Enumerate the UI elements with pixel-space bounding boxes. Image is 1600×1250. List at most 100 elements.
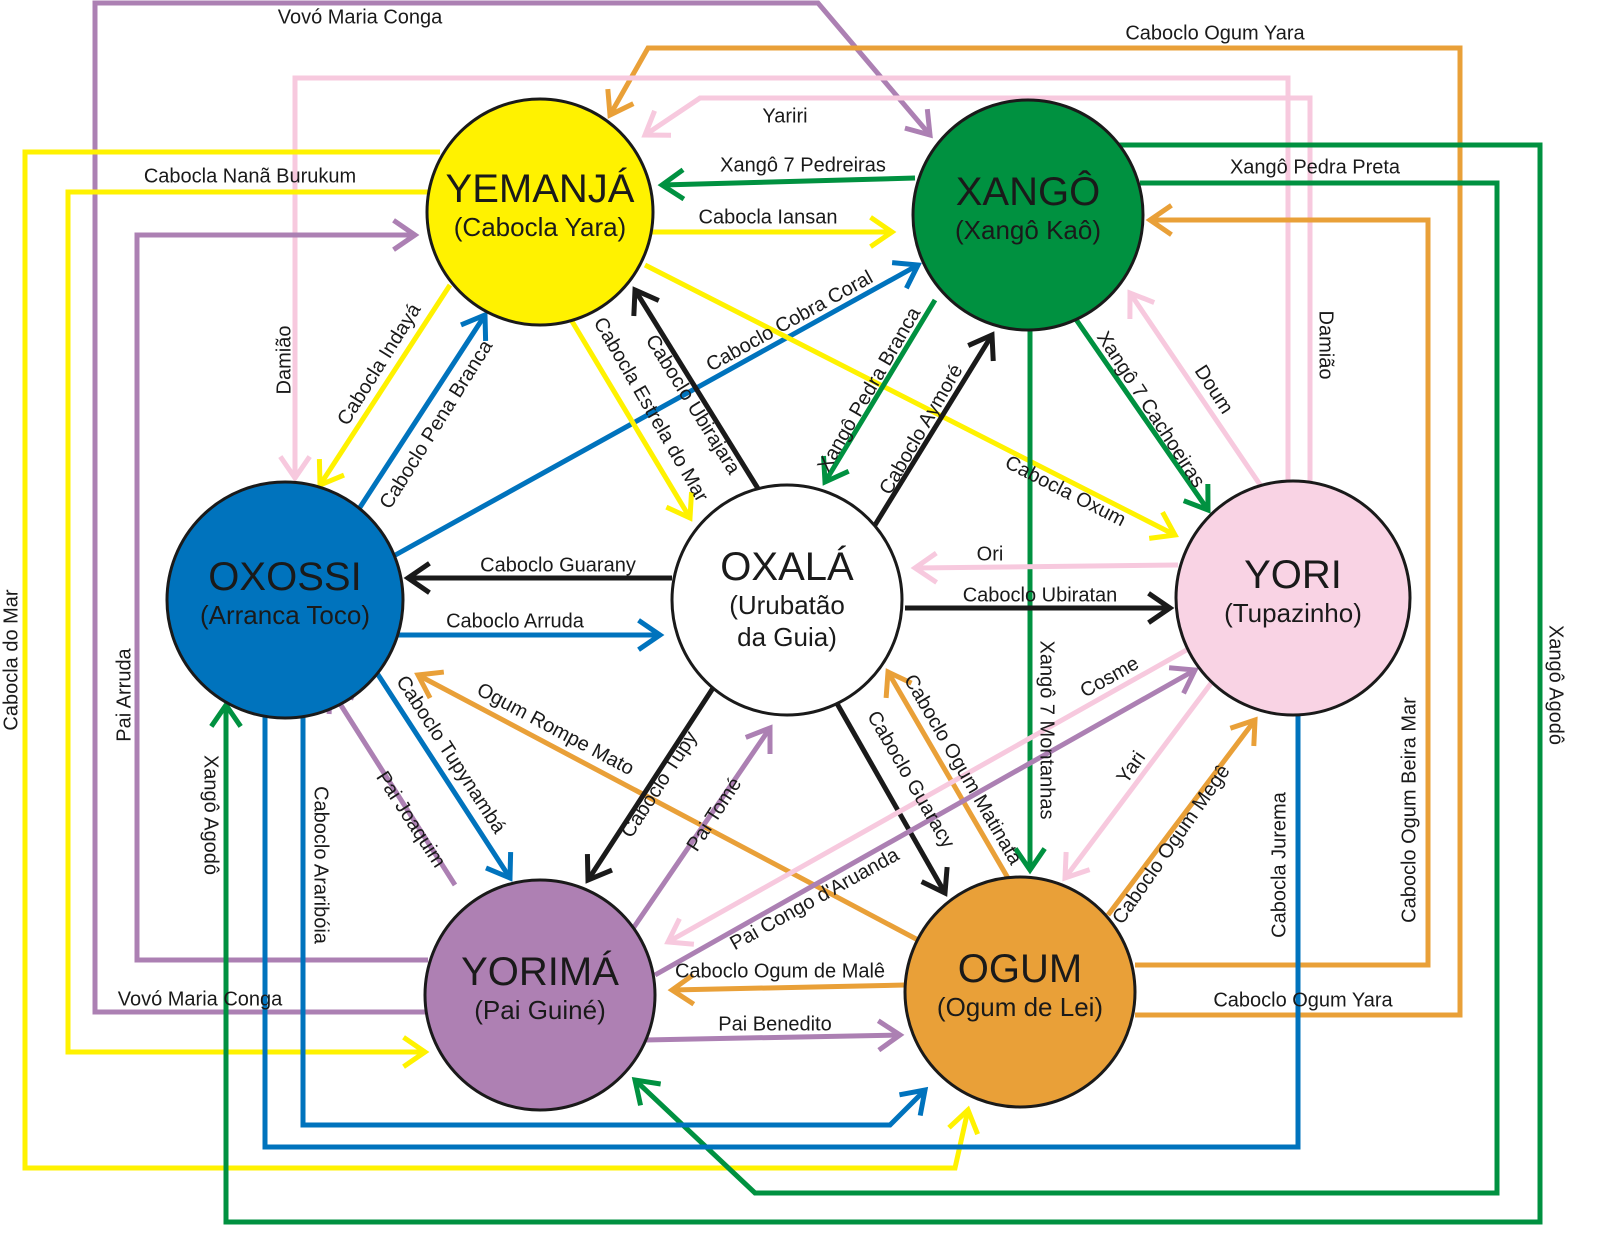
arrowhead-icon xyxy=(898,1086,929,1117)
arrowhead-icon xyxy=(664,917,695,947)
edge-label: Damião xyxy=(273,326,295,395)
edge-line xyxy=(223,142,1543,1225)
node-circle xyxy=(903,875,1137,1109)
edge-line xyxy=(292,75,1291,490)
edge-label: Yari xyxy=(1113,747,1151,788)
node-yori: YORI(Tupazinho) xyxy=(1174,479,1412,717)
node-oxossi: OXOSSI(Arranca Toco) xyxy=(165,480,405,720)
arrowhead-icon xyxy=(904,108,933,139)
arrowhead-icon xyxy=(1127,289,1156,320)
node-title: OXOSSI xyxy=(208,555,361,599)
edge-line xyxy=(352,313,488,517)
node-yorima: YORIMÁ(Pai Guiné) xyxy=(423,878,657,1112)
edge-line xyxy=(832,698,948,895)
edge-xango-to-ogum xyxy=(1013,325,1047,875)
edge-oxossi-to-oxala xyxy=(392,618,665,652)
node-circle xyxy=(670,483,904,717)
edge-line xyxy=(317,283,453,487)
arrowhead-icon xyxy=(631,1076,662,1106)
arrowhead-icon xyxy=(460,311,489,342)
arrowhead-icon xyxy=(967,331,996,362)
arrowhead-icon xyxy=(657,167,686,202)
node-title: YEMANJÁ xyxy=(446,166,635,211)
edge-yori-to-oxossi xyxy=(278,75,1291,490)
edge-line xyxy=(644,1032,901,1043)
edge-line xyxy=(822,298,938,484)
node-subtitle: (Cabocla Yara) xyxy=(454,212,626,242)
edge-xango-to-yori xyxy=(1072,316,1211,514)
node-title: YORIMÁ xyxy=(461,949,619,994)
arrowhead-icon xyxy=(209,700,243,728)
edge-yemanja-to-oxossi xyxy=(316,283,453,489)
edge-line xyxy=(262,688,1301,1150)
edge-line xyxy=(632,288,765,497)
edge-line xyxy=(65,189,430,1055)
edge-oxala-to-yorima xyxy=(584,683,718,884)
edge-oxala-to-yori xyxy=(905,591,1175,625)
arrowhead-icon xyxy=(920,866,950,897)
edge-line xyxy=(585,683,718,882)
arrowhead-icon xyxy=(316,458,345,489)
arrowhead-icon xyxy=(947,1105,980,1136)
edge-label: Xangô 7 Cachoeiras xyxy=(1092,328,1209,492)
edge-oxossi-to-ogum xyxy=(300,712,929,1128)
edge-line xyxy=(885,670,1015,887)
edge-line xyxy=(134,232,428,963)
edge-label: Damião xyxy=(1315,311,1337,380)
node-title: XANGÔ xyxy=(956,169,1100,214)
node-xango: XANGÔ(Xangô Kaô) xyxy=(911,98,1145,332)
node-circle xyxy=(1174,479,1412,717)
edge-line xyxy=(666,645,1192,945)
node-subtitle: da Guia) xyxy=(737,622,837,652)
edge-label: Xangô 7 Montanhas xyxy=(1036,640,1058,819)
edge-label: Pai Arruda xyxy=(113,647,135,741)
nodes-layer: YEMANJÁ(Cabocla Yara) XANGÔ(Xangô Kaô) OXO… xyxy=(165,97,1412,1112)
edge-ogum-to-yorima xyxy=(667,972,906,1007)
edge-label: Vovó Maria Conga xyxy=(118,988,283,1010)
edge-label: Caboclo Aymoré xyxy=(875,361,967,499)
edge-label: Xangô Pedra Preta xyxy=(1230,156,1401,178)
edge-yemanja-to-xango xyxy=(652,215,897,249)
arrowhead-icon xyxy=(1013,847,1047,875)
edge-yemanja-to-oxala xyxy=(567,316,695,522)
arrowhead-icon xyxy=(641,109,672,138)
edge-line xyxy=(653,667,1197,978)
arrowhead-icon xyxy=(1145,203,1173,237)
arrowhead-icon xyxy=(1168,665,1199,695)
edge-label: Caboclo Ogum Yara xyxy=(1213,989,1393,1011)
arrowhead-icon xyxy=(876,1018,905,1053)
edge-oxala-to-xango xyxy=(872,331,996,527)
edge-label: Cabocla Nanã Burukum xyxy=(144,165,356,187)
edge-ogum-to-yemanja xyxy=(605,45,1463,1018)
arrowhead-icon xyxy=(910,551,939,585)
arrowhead-icon xyxy=(1229,716,1258,747)
arrowhead-icon xyxy=(403,561,431,595)
edge-line xyxy=(643,95,1313,495)
arrowhead-icon xyxy=(584,853,613,884)
edge-ogum-to-oxossi xyxy=(414,669,920,943)
edge-label: Cabocla do Mar xyxy=(0,589,22,731)
edge-label: Ogum Rompe Mato xyxy=(473,679,637,780)
arrowhead-icon xyxy=(869,215,897,249)
edge-ogum-to-oxala xyxy=(883,668,1015,887)
edge-line xyxy=(388,262,920,561)
arrowhead-icon xyxy=(637,618,665,652)
edge-line xyxy=(914,562,1179,571)
arrowhead-icon xyxy=(278,455,312,483)
node-yemanja: YEMANJÁ(Cabocla Yara) xyxy=(425,97,655,327)
edge-line xyxy=(1127,291,1268,494)
edge-oxossi-to-yorima xyxy=(372,668,514,882)
arrowhead-icon xyxy=(1148,510,1179,541)
node-circle xyxy=(165,480,405,720)
edge-label: Caboclo Araribóia xyxy=(310,786,332,945)
node-subtitle: (Ogum de Lei) xyxy=(937,992,1103,1022)
arrowhead-icon xyxy=(1147,591,1175,625)
edge-yorima-to-ogum xyxy=(644,1018,905,1053)
node-subtitle: (Arranca Toco) xyxy=(200,600,370,630)
edge-ogum-to-xango xyxy=(1135,203,1431,968)
edge-line xyxy=(416,672,920,943)
edge-oxala-to-yemanja xyxy=(631,286,765,497)
arrowhead-icon xyxy=(1062,851,1091,882)
edge-line xyxy=(1063,676,1217,880)
